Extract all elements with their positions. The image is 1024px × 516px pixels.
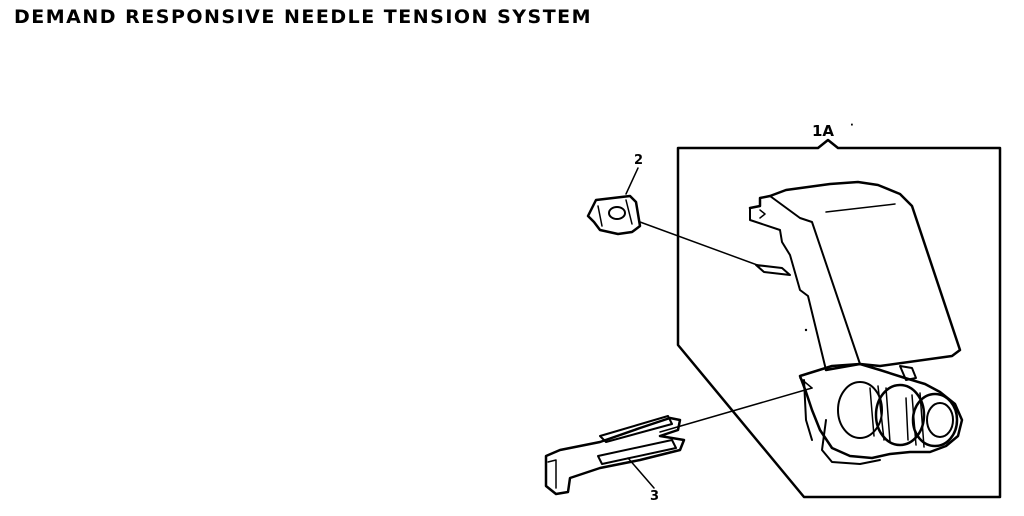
part-3-lever [544,415,686,496]
callout-2-label: 2 [634,153,643,168]
callout-3-label: 3 [650,489,659,504]
tension-unit-cover [748,180,962,372]
mounting-slot [755,264,791,276]
assembly-1a-frame [676,138,1002,499]
part-2-clip [586,194,642,236]
leader-line-3 [627,457,655,489]
assembly-line-2 [639,221,761,267]
callout-1a-label: 1A [812,122,834,140]
page-title: DEMAND RESPONSIVE NEEDLE TENSION SYSTEM [14,6,593,28]
leader-line-2 [625,167,639,195]
callout-1a-prime-mark: · [850,120,854,131]
assembly-line-3 [659,387,813,433]
assembly-line-3-tick [799,377,813,389]
tension-dial-knob [798,362,964,465]
